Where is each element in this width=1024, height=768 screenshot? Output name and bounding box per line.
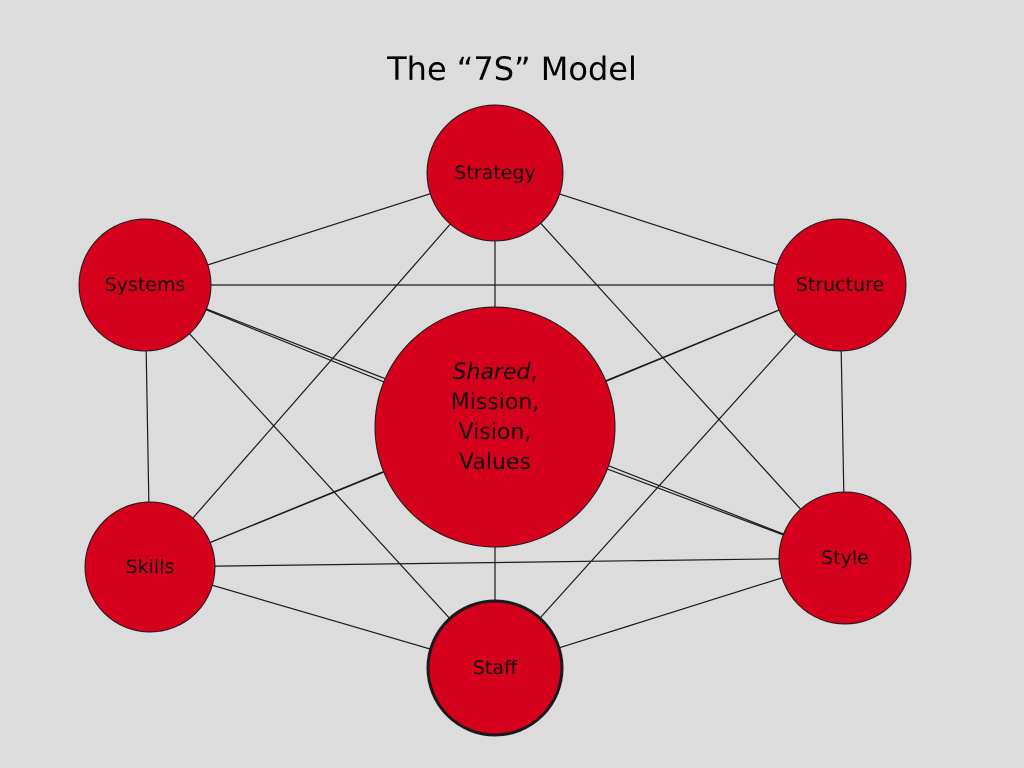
node-skills: Skills: [84, 501, 216, 633]
node-circle-style: [778, 491, 912, 625]
node-style: Style: [778, 491, 912, 625]
edge-systems-staff: [144, 284, 496, 669]
node-label-systems: Systems: [105, 274, 186, 296]
node-label-style: Style: [821, 547, 869, 569]
center-label-line-1: Shared,: [453, 360, 538, 385]
node-circle-staff: [426, 599, 564, 737]
node-strategy: Strategy: [426, 104, 564, 242]
node-label-strategy: Strategy: [454, 162, 535, 184]
node-label-skills: Skills: [126, 556, 175, 578]
edge-strategy-style: [494, 172, 846, 559]
page-title: The “7S” Model: [387, 50, 637, 88]
node-circle-shared: [374, 306, 616, 548]
node-systems: Systems: [78, 218, 212, 352]
center-label-line-4: Values: [459, 450, 531, 475]
node-circle-systems: [78, 218, 212, 352]
node-circle-strategy: [426, 104, 564, 242]
node-shared-values: Shared, Mission, Vision, Values: [374, 306, 616, 548]
node-label-staff: Staff: [473, 657, 518, 679]
node-circle-structure: [773, 218, 907, 352]
center-label-line-3: Vision,: [459, 420, 532, 445]
edge-structure-staff: [494, 284, 841, 669]
node-staff: Staff: [426, 599, 564, 737]
node-circle-skills: [84, 501, 216, 633]
node-label-structure: Structure: [796, 274, 884, 296]
edge-skills-style: [149, 557, 846, 568]
node-structure: Structure: [773, 218, 907, 352]
center-label-line-2: Mission,: [451, 390, 540, 415]
edge-strategy-skills: [149, 172, 496, 568]
